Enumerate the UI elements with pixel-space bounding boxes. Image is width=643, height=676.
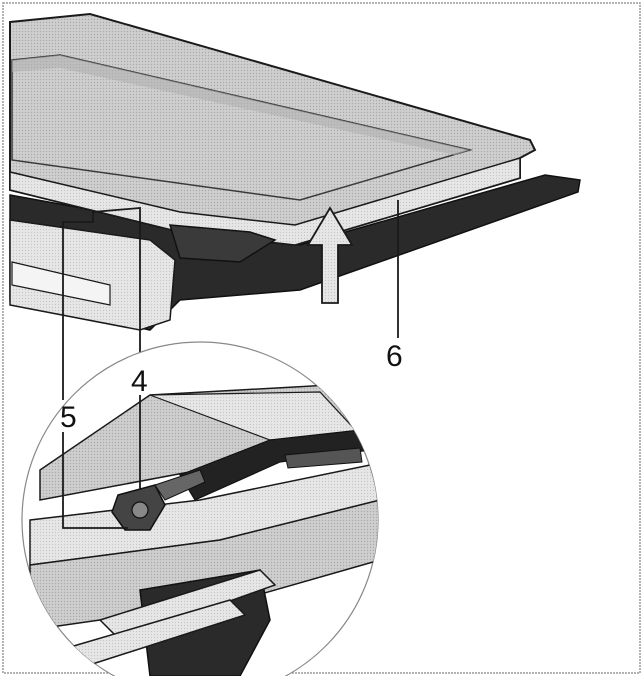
tray-slot xyxy=(11,261,111,306)
glass-highlight xyxy=(12,55,470,155)
callout-bracket-upper xyxy=(62,207,141,400)
callout-label-6: 6 xyxy=(386,340,403,373)
up-arrow-icon xyxy=(306,206,354,304)
zoom-detail xyxy=(29,384,378,676)
hinge-housing xyxy=(168,224,277,263)
callout-line-5 xyxy=(62,432,128,529)
glass-panel xyxy=(11,54,473,201)
callout-label-5: 5 xyxy=(60,401,77,434)
callout-label-4: 4 xyxy=(131,365,148,398)
lower-tray xyxy=(9,219,176,331)
